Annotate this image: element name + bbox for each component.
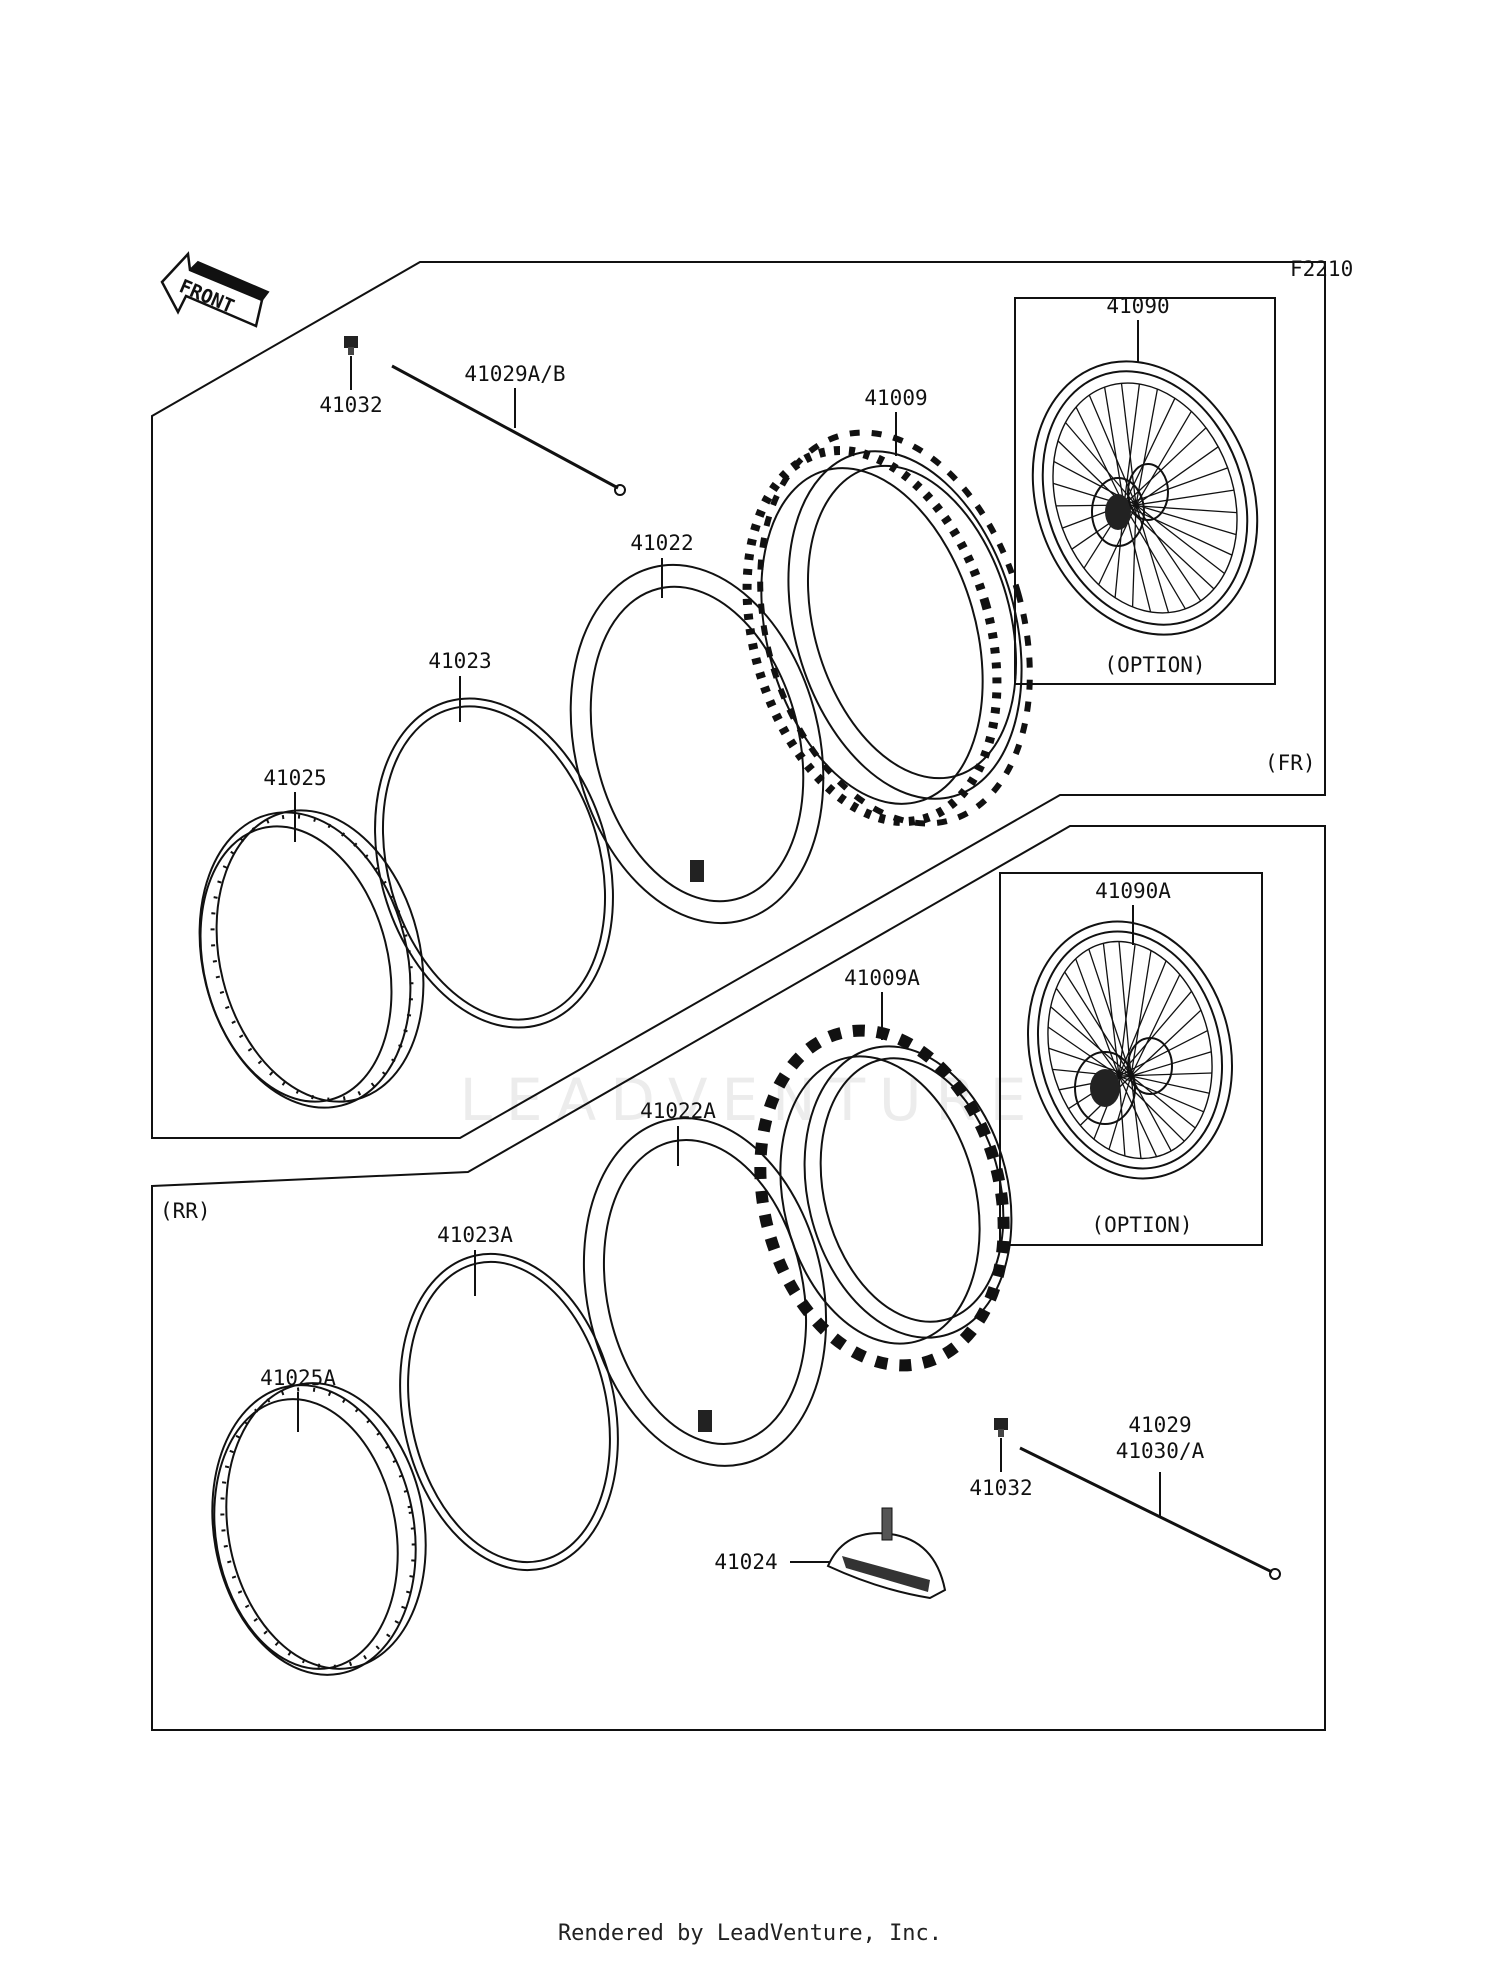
wheel-spoke-line [1118,1072,1212,1077]
front-tube-part-number: 41022 [630,531,693,555]
front-valve-cap-icon[interactable] [344,336,358,355]
rear-tire-part-number: 41009A [844,966,920,990]
wheel-spoke-line [1135,504,1225,575]
front-tire-part-number: 41009 [864,386,927,410]
front-wheel-option-box [1014,297,1276,685]
wheel-spoke-line [1075,958,1120,1077]
front-tube-valve-icon [690,860,704,882]
wheel-spoke-line [1135,504,1237,536]
wheel-spoke-line [1047,1026,1120,1077]
front-rim-part-number: 41025 [263,766,326,790]
wheel-spoke-line [1123,504,1215,590]
front-option-label: (OPTION) [1104,653,1205,677]
wheel-spoke-line [1088,948,1132,1077]
rear-tube-valve-icon [698,1410,712,1432]
wheel-spoke-line [1135,489,1235,506]
rear-wheel-part-number: 41090A [1095,879,1171,903]
rear-section-tag: (RR) [160,1199,211,1223]
front-rim-band[interactable] [338,670,650,1056]
wheel-spoke-line [1130,1075,1196,1129]
rear-spoke-part-number-2: 41030/A [1116,1439,1205,1463]
front-valve-cap-part-number: 41032 [319,393,382,417]
rear-wheel-option-box [999,872,1263,1246]
wheel-spoke-line [1123,398,1176,506]
rim-lock-part-number: 41024 [714,1550,777,1574]
wheel-spoke-line [1123,504,1186,610]
wheel-spoke-line [1118,960,1167,1077]
wheel-spoke-line [1065,422,1137,506]
wheel-spoke-line [1118,943,1136,1077]
front-direction-arrow: FRONT [160,251,270,328]
front-spoke-part-number: 41029A/B [464,362,565,386]
rear-valve-cap-icon[interactable] [994,1418,1008,1437]
rear-tire[interactable] [726,1005,1040,1392]
wheel-spoke-line [1130,1075,1142,1159]
rear-rim-part-number: 41025A [260,1366,336,1390]
front-wheel-assembly[interactable] [996,330,1295,667]
rear-spoke-part-number-1: 41029 [1128,1413,1191,1437]
front-wheel-part-number: 41090 [1106,294,1169,318]
wheel-spoke-line [1123,383,1141,506]
wheel-spoke-line [1118,1075,1158,1157]
front-tire[interactable] [706,400,1073,855]
wheel-spoke-line [1055,987,1120,1077]
wheel-spoke-line [1135,411,1192,506]
front-rim-band-part-number: 41023 [428,649,491,673]
wheel-spoke-line [1103,386,1125,506]
wheel-spoke-line [1130,1075,1210,1094]
wheel-spoke-line [1118,1075,1126,1157]
wheel-spoke-line [1131,504,1137,607]
wheel-spoke-line [1123,504,1152,613]
rim-lock[interactable] [826,1507,947,1600]
wheel-spoke-line [1135,504,1170,613]
wheel-spoke-line [1130,974,1181,1077]
wheel-spoke-line [1118,1075,1204,1113]
rear-valve-cap-part-number: 41032 [969,1476,1032,1500]
rear-option-label: (OPTION) [1091,1213,1192,1237]
wheel-spoke-line [1130,950,1152,1077]
front-rim[interactable] [170,788,453,1130]
wheel-spoke-line [1064,971,1132,1077]
wheel-spoke-line [1057,440,1125,506]
front-section-tag: (FR) [1265,751,1316,775]
wheel-spoke-line [1108,1075,1132,1150]
wheel-spoke-line [1123,427,1207,506]
rear-tube-part-number: 41022A [640,1099,716,1123]
wheel-spoke-line [1135,388,1159,506]
rear-inner-tube[interactable] [553,1095,857,1488]
wheel-spoke-line [1118,1075,1185,1142]
front-section-panel [151,261,1326,1139]
figure-code: F2210 [1290,257,1353,281]
wheel-spoke-line [1135,446,1219,506]
wheel-spoke-line [1118,990,1192,1077]
rear-rim-band-part-number: 41023A [437,1223,513,1247]
wheel-spoke-line [1135,504,1202,602]
wheel-spoke-line [1118,1030,1208,1077]
wheel-spoke-line [1118,941,1132,1077]
wheel-spoke-line [1130,1009,1202,1077]
rear-spoke[interactable] [1019,1446,1281,1580]
front-spoke[interactable] [391,364,626,496]
wheel-spoke-line [1075,406,1125,506]
rear-wheel-assembly[interactable] [1002,900,1259,1201]
footer-credit: Rendered by LeadVenture, Inc. [558,1921,942,1946]
rear-section-panel [151,825,1326,1731]
rear-rim[interactable] [190,1367,447,1691]
